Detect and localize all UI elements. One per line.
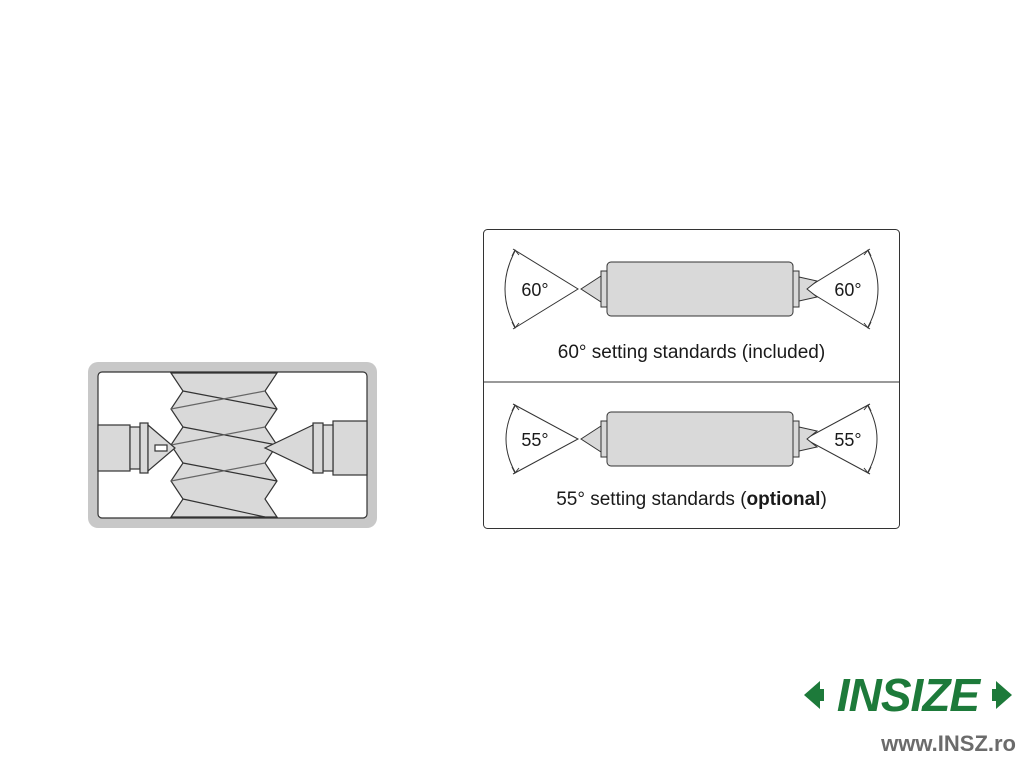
right-angle-60: 60° [834, 280, 861, 300]
caption-60: 60° setting standards (included) [483, 342, 900, 364]
threaded-rod [169, 372, 279, 518]
thread-measurement-illustration [88, 362, 377, 528]
left-arrow-icon [804, 681, 824, 709]
right-angle-55: 55° [834, 430, 861, 450]
caption-60-text: 60° setting standards (included) [557, 342, 826, 363]
caption-55-suffix: ) [820, 489, 827, 510]
caption-55-bold: optional [746, 489, 821, 510]
left-angle-55: 55° [521, 430, 548, 450]
right-arrow-icon [992, 681, 1012, 709]
website-url: www.INSZ.ro [881, 731, 1016, 756]
left-anvil [97, 422, 176, 474]
standard-55 [505, 403, 878, 475]
caption-55-text: 55° setting standards ( [556, 489, 747, 510]
standard-60 [504, 248, 879, 330]
setting-standards-panel: 60° 60° 55° 55° 60° setting standards (i… [483, 229, 900, 529]
caption-55: 55° setting standards (optional) [483, 489, 900, 511]
left-angle-60: 60° [521, 280, 548, 300]
right-anvil [263, 420, 368, 476]
logo-text: INSIZE [836, 669, 980, 721]
insize-logo: INSIZE [800, 665, 1016, 725]
